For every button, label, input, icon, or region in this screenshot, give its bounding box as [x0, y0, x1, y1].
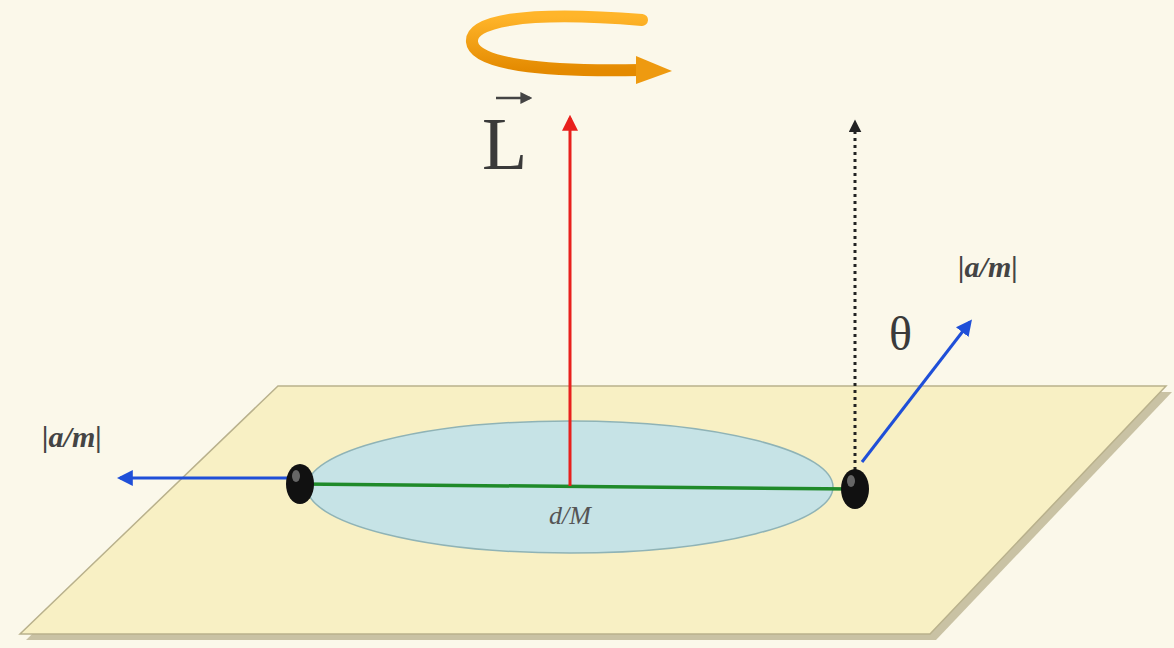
spin-arrow	[862, 322, 970, 462]
rotation-arrow	[472, 16, 642, 70]
rotation-arrowhead	[636, 56, 672, 84]
black-hole	[841, 469, 869, 509]
spin-magnitude-label: |a/m|	[958, 250, 1018, 283]
spin-magnitude-label: |a/m|	[42, 420, 102, 453]
plane	[20, 386, 1166, 634]
separation-line	[300, 484, 855, 489]
highlight	[847, 475, 855, 487]
black-hole	[286, 464, 314, 504]
separation-label: d/M	[549, 502, 591, 531]
angular-momentum-arrow	[569, 118, 572, 486]
spin-arrow	[120, 477, 296, 480]
vector-accent	[496, 97, 530, 100]
angle-label: θ	[889, 308, 912, 361]
highlight	[292, 470, 300, 482]
angular-momentum-label: L	[482, 104, 527, 185]
vertical-reference-arrow	[854, 122, 857, 470]
